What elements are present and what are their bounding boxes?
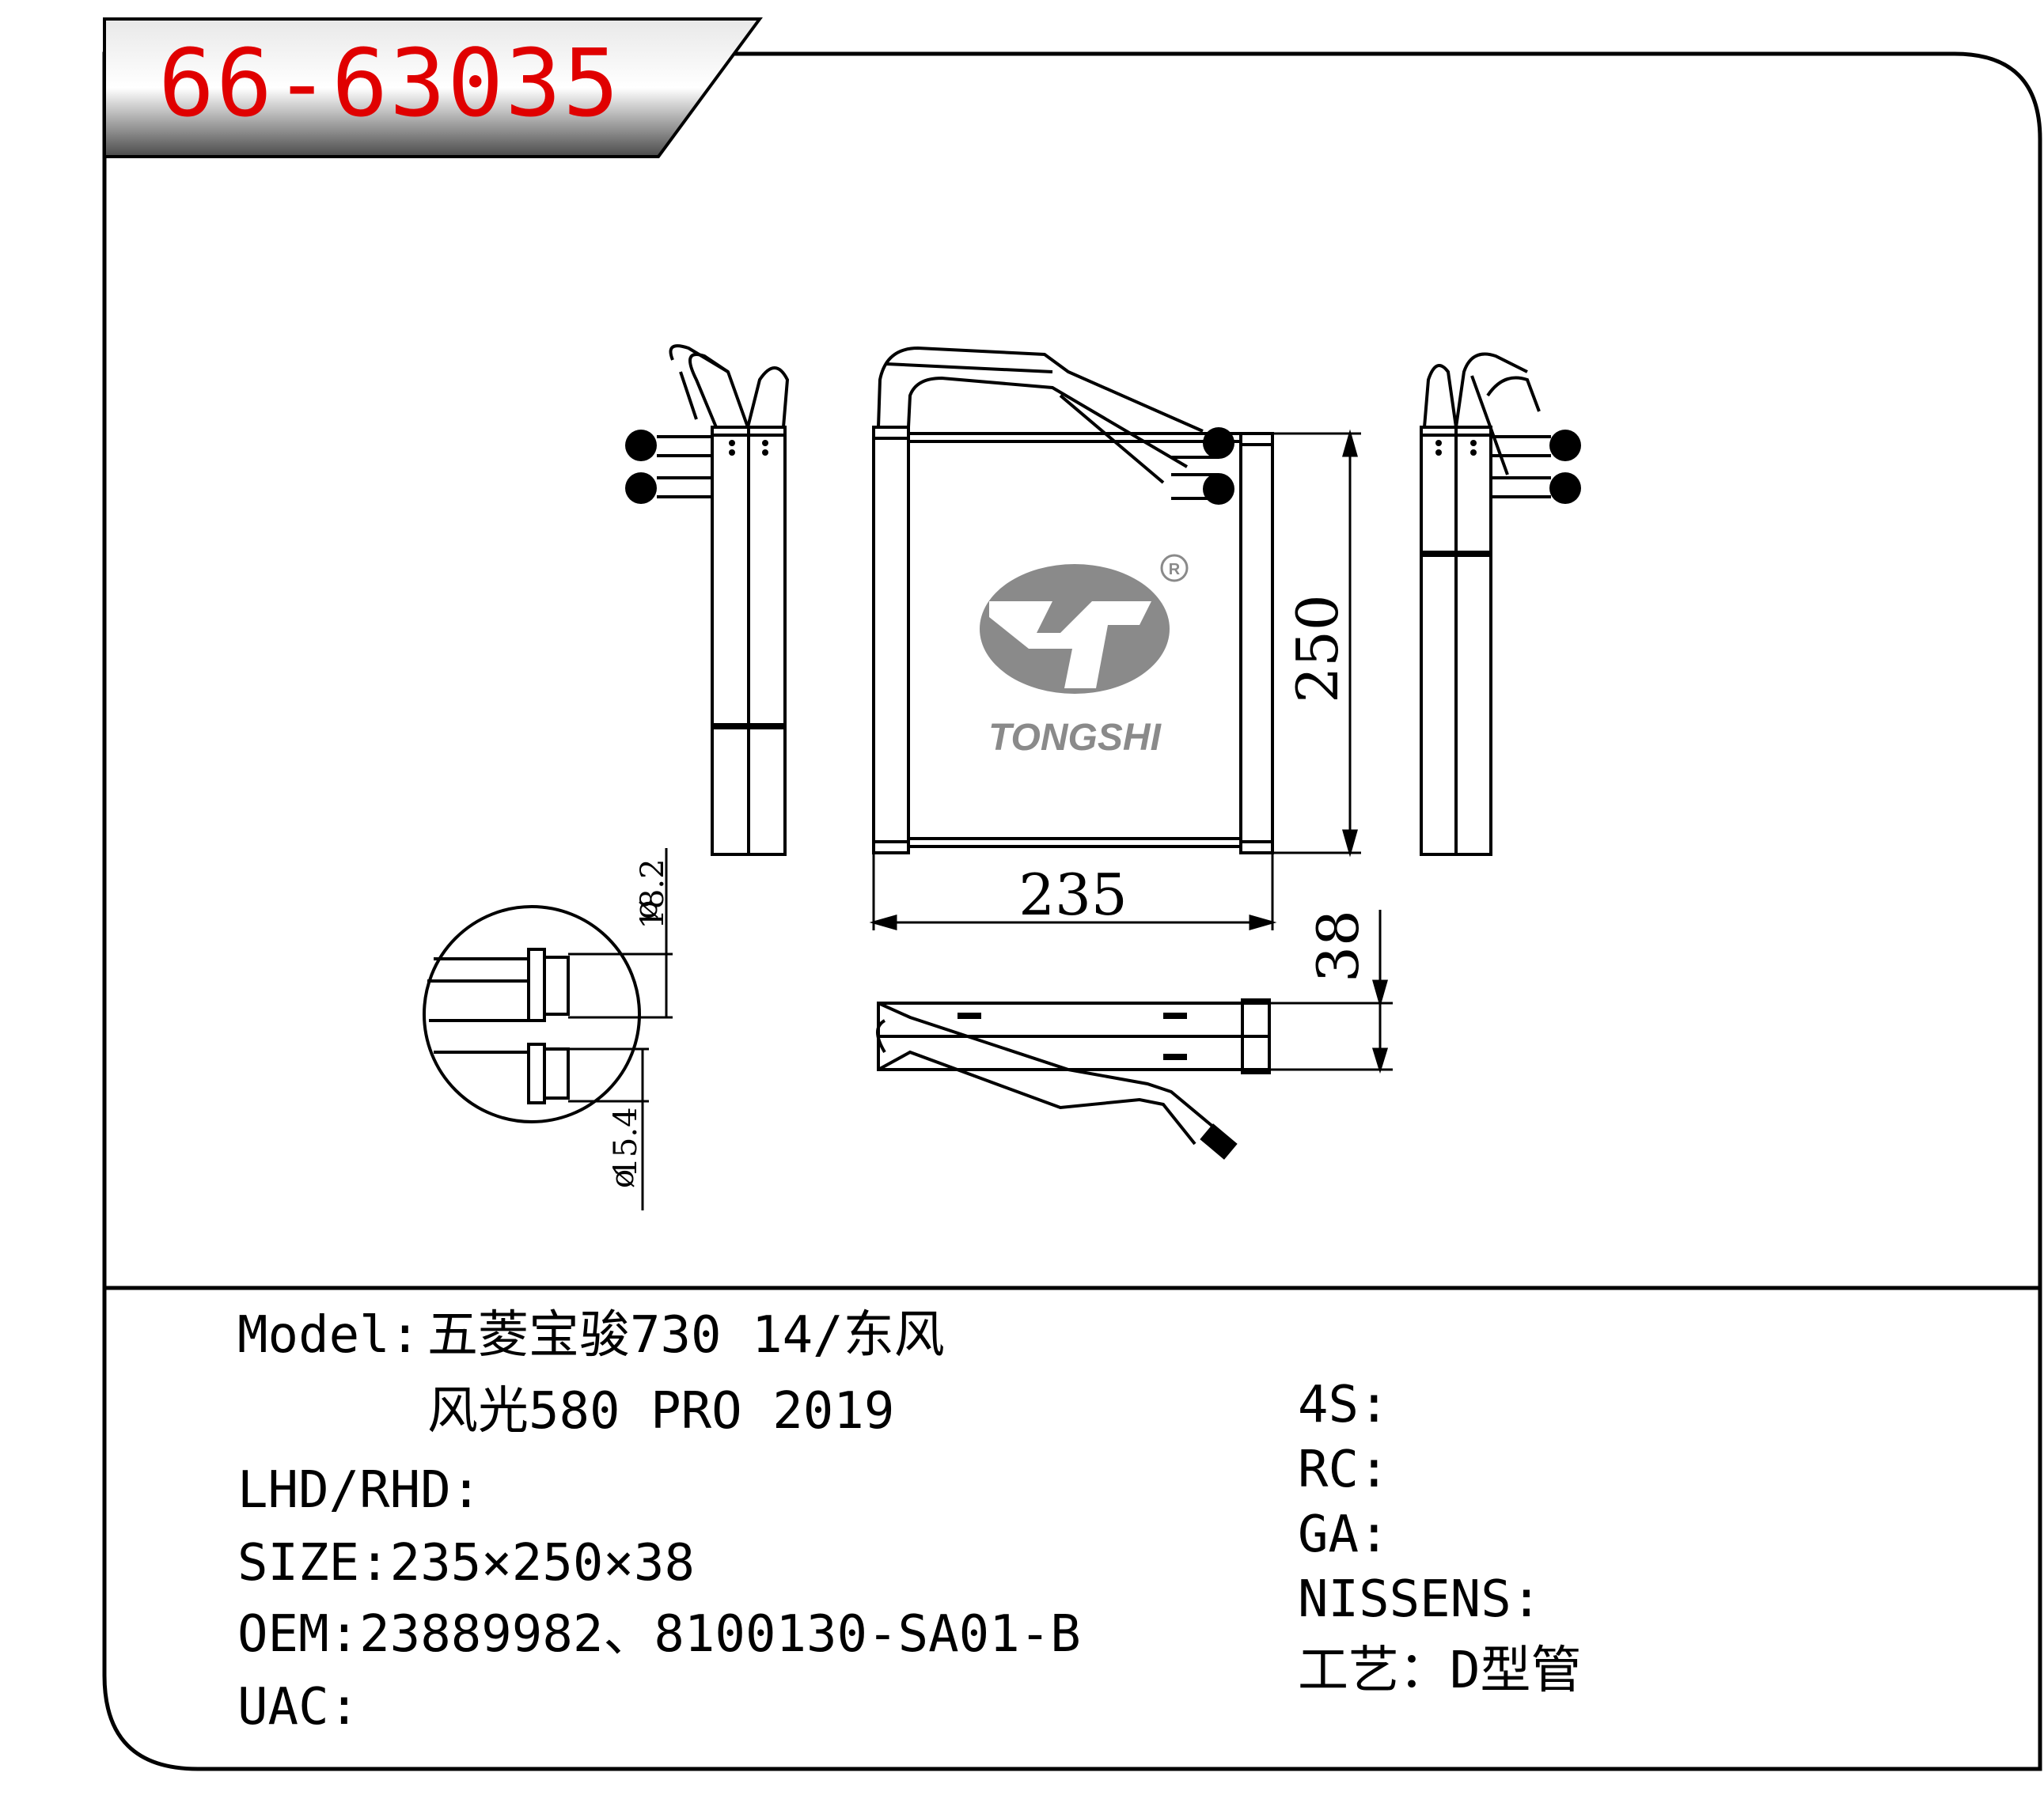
rc-field: RC: [1298,1441,1390,1499]
lhd-rhd-field: LHD/RHD: [237,1461,482,1520]
outer-frame [102,51,2042,1771]
left-side-view [657,344,790,856]
header-tab [103,17,763,158]
four-s-field: 4S: [1298,1376,1390,1434]
pipe-inner-value: 15.4 [608,1107,644,1177]
part-number: 66-63035 [158,28,621,138]
front-fittings [1203,427,1234,505]
pipe-inner-symbol: ø [605,1169,641,1188]
pipe-outer-value: 18.2 [635,858,671,929]
width-dimension [869,853,1277,930]
model-label: Model: [237,1306,421,1365]
height-value: 250 [1284,594,1351,703]
right-side-view [1420,352,1551,856]
nissens-field: NISSENS: [1298,1570,1542,1629]
registered-mark: R [1169,561,1181,578]
uac-field: UAC: [237,1678,360,1737]
left-bolts [729,440,768,456]
pipe-detail [423,905,641,1123]
brand-name: TONGSHI [988,717,1162,759]
oem-field: OEM:23889982、8100130-SA01-B [237,1605,1081,1664]
process-field: 工艺：D型管 [1298,1642,1582,1700]
height-dimension [1272,429,1361,858]
depth-dimension [1269,910,1393,1074]
left-fittings [625,430,657,504]
pipe-dimension-lines [568,848,673,1210]
pipe-outer-symbol: ø [628,900,665,919]
size-field: SIZE:235×250×38 [237,1534,695,1593]
bottom-fitting [1200,1123,1238,1160]
width-value: 235 [1018,862,1127,928]
tongshi-logo-icon: R [980,554,1189,694]
bottom-view [876,998,1271,1146]
depth-value: 38 [1305,910,1371,983]
model-line-1: 五菱宝骏730 14/东风 [427,1306,945,1365]
right-fittings [1549,430,1581,504]
ga-field: GA: [1298,1505,1390,1564]
model-line-2: 风光580 PRO 2019 [427,1382,895,1441]
right-bolts [1435,440,1477,456]
